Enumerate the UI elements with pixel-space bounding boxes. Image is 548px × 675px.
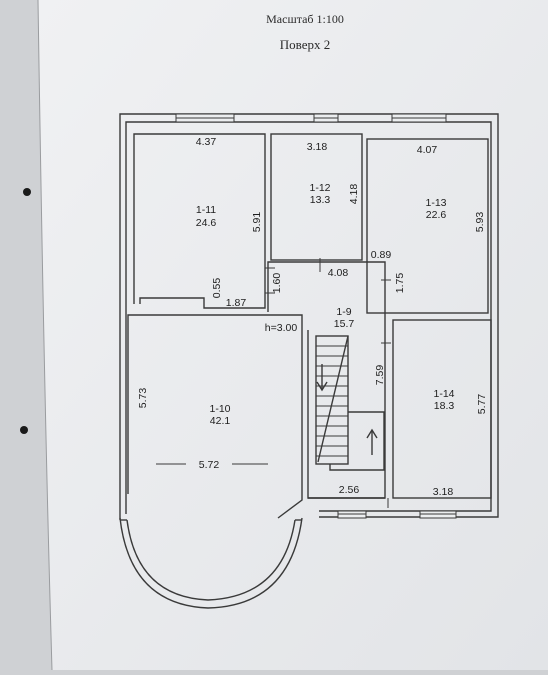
dim-0-89: 0.89: [371, 249, 392, 261]
binder-hole-top: [23, 188, 31, 196]
dim-5-93: 5.93: [474, 212, 486, 233]
room-1-13-id: 1-13: [425, 197, 446, 209]
dim-1-60: 1.60: [271, 273, 283, 294]
window-room-1-9: [337, 510, 367, 519]
stair-arrow-up-head: [366, 428, 378, 439]
ceiling-height: h=3.00: [265, 322, 298, 334]
paper-page: [38, 0, 548, 670]
dim-4-18: 4.18: [348, 184, 360, 205]
stair-landing: [329, 411, 385, 471]
room-1-14-id: 1-14: [433, 388, 454, 400]
dim-1-87: 1.87: [226, 297, 247, 309]
dim-2-56: 2.56: [339, 484, 360, 496]
room-1-12-id: 1-12: [309, 182, 330, 194]
window-room-1-14: [419, 510, 457, 519]
room-1-13-wall: [366, 138, 489, 314]
page-margin-line: [37, 0, 53, 671]
room-1-14-wall: [392, 319, 492, 499]
room-1-9-id: 1-9: [336, 306, 351, 318]
dim-1-75: 1.75: [394, 273, 406, 294]
staircase: [315, 335, 349, 465]
dim-4-07: 4.07: [417, 144, 438, 156]
room-1-10-wall: [127, 314, 303, 519]
dim-4-37: 4.37: [196, 136, 217, 148]
dim-3-18-top: 3.18: [307, 141, 328, 153]
bay-window-inner: [126, 519, 296, 601]
dim-7-59: 7.59: [374, 365, 386, 386]
window-room-1-11: [175, 113, 235, 123]
dim-4-08: 4.08: [328, 267, 349, 279]
room-1-11-id: 1-11: [196, 204, 216, 216]
room-1-14-area: 18.3: [434, 400, 455, 412]
room-1-13-area: 22.6: [426, 209, 447, 221]
dim-5-72: 5.72: [199, 459, 220, 471]
dim-5-73: 5.73: [137, 388, 149, 409]
stair-arrow-down-head: [316, 381, 328, 392]
floor-label: Поверх 2: [279, 37, 331, 52]
dim-5-91: 5.91: [251, 212, 263, 233]
room-1-10-area: 42.1: [210, 415, 231, 427]
room-1-11-area: 24.6: [196, 217, 217, 229]
partition-ticks: [265, 258, 391, 508]
scale-label: Масштаб 1:100: [266, 12, 344, 26]
room-1-9-area: 15.7: [334, 318, 355, 330]
dim-5-77: 5.77: [476, 394, 488, 415]
room-1-9-wall: [267, 261, 386, 499]
window-room-1-12: [313, 113, 339, 123]
room-1-11-wall: [133, 133, 266, 309]
room-1-10-id: 1-10: [209, 403, 230, 415]
room-1-12-area: 13.3: [310, 194, 331, 206]
room-1-12-wall: [270, 133, 363, 261]
dim-3-18-bottom: 3.18: [433, 486, 454, 498]
binder-hole-bottom: [20, 426, 28, 434]
stair-diagonal: [317, 335, 349, 463]
dim-0-55: 0.55: [211, 278, 223, 299]
bay-window-outer: [119, 517, 303, 609]
window-room-1-13: [391, 113, 447, 123]
